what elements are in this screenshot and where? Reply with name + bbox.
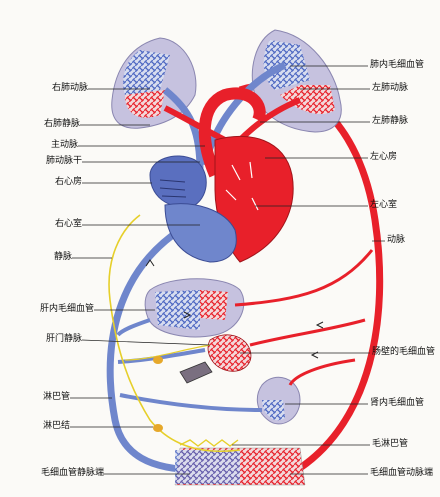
lymph-vessel-path bbox=[108, 214, 241, 453]
label-liver-capillary: 肝内毛细血管 bbox=[39, 304, 94, 314]
label-left-pulmonary-artery: 左肺动脉 bbox=[372, 83, 409, 93]
label-aorta: 主动脉 bbox=[50, 140, 78, 150]
label-pulmonary-trunk: 肺动脉干 bbox=[45, 156, 82, 166]
label-lymph-node: 淋巴结 bbox=[42, 421, 70, 431]
label-right-atrium: 右心房 bbox=[54, 177, 82, 187]
label-hepatic-portal-vein: 肝门静脉 bbox=[45, 334, 82, 344]
heart-right-ventricle bbox=[164, 203, 237, 263]
label-left-pulmonary-vein: 左肺静脉 bbox=[372, 116, 409, 126]
lymph-node-2 bbox=[153, 424, 163, 432]
label-lymph-vessel: 淋巴管 bbox=[42, 392, 70, 402]
label-capillary-venous-end: 毛细血管静脉端 bbox=[40, 468, 104, 478]
label-intestinal-capillary: 肠壁的毛细血管 bbox=[372, 347, 436, 357]
label-capillary-arterial-end: 毛细血管动脉端 bbox=[370, 468, 434, 478]
label-vein: 静脉 bbox=[53, 252, 72, 262]
label-right-pulmonary-artery: 右肺动脉 bbox=[51, 83, 88, 93]
label-kidney-capillary: 肾内毛细血管 bbox=[370, 398, 425, 408]
aortic-arch bbox=[198, 87, 266, 178]
label-lymph-capillary: 毛淋巴管 bbox=[372, 439, 409, 449]
label-lung-capillary: 肺内毛细血管 bbox=[370, 60, 425, 70]
intestine bbox=[207, 334, 252, 372]
label-right-pulmonary-vein: 右肺静脉 bbox=[43, 119, 80, 129]
lymph-node-1 bbox=[153, 356, 163, 364]
label-artery: 动脉 bbox=[387, 235, 406, 245]
label-right-ventricle: 右心室 bbox=[54, 219, 82, 229]
label-left-atrium: 左心房 bbox=[370, 152, 398, 162]
label-left-ventricle: 左心室 bbox=[370, 200, 398, 210]
leader-lines-right bbox=[232, 65, 385, 475]
leader-lines-left bbox=[70, 88, 211, 475]
